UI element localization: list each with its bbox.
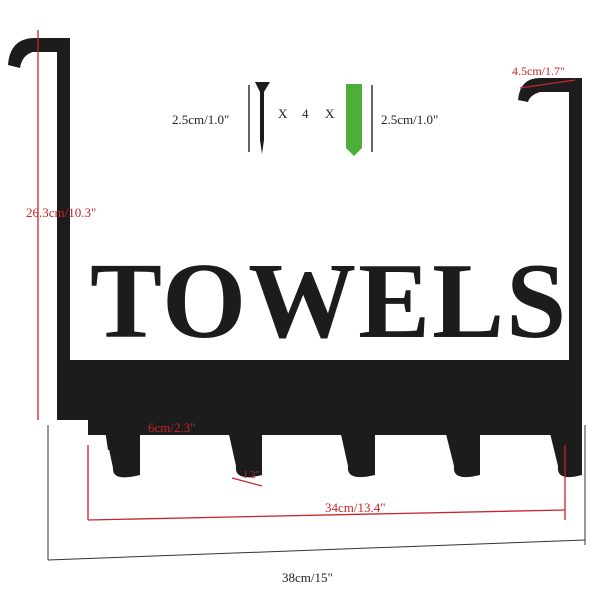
wall-anchor-icon bbox=[346, 84, 373, 156]
hook-width-label: 1.2" bbox=[243, 470, 260, 481]
screw-icon bbox=[248, 82, 270, 154]
hook-depth-label: 4.5cm/1.7" bbox=[512, 64, 565, 78]
anchor-size-label: 2.5cm/1.0" bbox=[381, 112, 439, 127]
total-width-label: 38cm/15" bbox=[282, 570, 333, 585]
dimension-lines bbox=[37, 30, 576, 521]
multiplier-left: X bbox=[278, 106, 288, 121]
multiplier-right: X bbox=[325, 106, 335, 121]
hooks bbox=[105, 425, 582, 478]
screw-size-label: 2.5cm/1.0" bbox=[172, 112, 230, 127]
total-width-line bbox=[47, 425, 586, 561]
quantity-label: 4 bbox=[302, 106, 309, 121]
hook-spacing-label: 6cm/2.3" bbox=[148, 420, 196, 435]
towels-word: TOWELS bbox=[90, 242, 569, 361]
height-label: 26.3cm/10.3" bbox=[26, 205, 97, 220]
hook-span-label: 34cm/13.4" bbox=[325, 500, 386, 515]
